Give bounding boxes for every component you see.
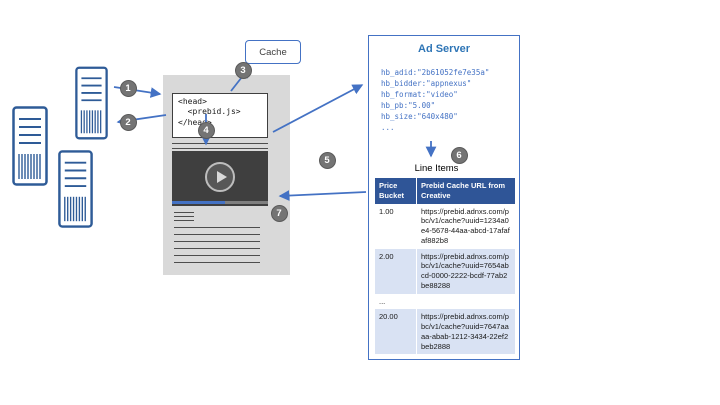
demand-server-icon [58,150,93,228]
video-progress-fill [172,201,225,204]
arrow-step-7 [278,190,367,201]
targeting-line: hb_pb:"5.00" [381,101,436,110]
targeting-line: hb_size:"640x480" [381,112,458,121]
text-line [174,220,194,222]
play-icon[interactable] [205,162,235,192]
targeting-keys-block: hb_adid:"2b61052fe7e35a" hb_bidder:"appn… [381,67,489,133]
step-badge-7: 7 [270,204,288,222]
cache-url-cell: https://prebid.adnxs.com/pbc/v1/cache?uu… [421,312,509,351]
prebid-cache-box: Cache [245,40,301,64]
table-row: 2.00 https://prebid.adnxs.com/pbc/v1/cac… [375,248,515,294]
price-bucket-cell: 2.00 [375,248,417,294]
step-badge-2: 2 [119,113,137,131]
cache-url-cell: https://prebid.adnxs.com/pbc/v1/cache?uu… [421,251,509,290]
step-badge-1: 1 [119,79,137,97]
column-header-price-bucket: Price Bucket [375,178,417,204]
text-line [174,212,194,214]
play-triangle-icon [216,171,227,183]
code-line: <prebid.js> [178,107,241,117]
ad-server-panel: Ad Server hb_adid:"2b61052fe7e35a" hb_bi… [368,35,520,360]
webpage-mockup: <head> <prebid.js></head> [163,75,290,275]
targeting-line: hb_bidder:"appnexus" [381,79,472,88]
price-bucket-cell: ... [375,293,417,310]
text-line [174,234,260,236]
text-line [174,262,260,264]
table-header-row: Price Bucket Prebid Cache URL from Creat… [375,178,515,204]
table-row: 1.00 https://prebid.adnxs.com/pbc/v1/cac… [375,203,515,249]
step-badge-3: 3 [234,61,252,79]
step-badge-6: 6 [450,146,468,164]
cache-url-cell: https://prebid.adnxs.com/pbc/v1/cache?uu… [421,206,510,245]
video-player[interactable] [172,151,268,206]
text-line [174,216,194,218]
step-badge-4: 4 [197,121,215,139]
demand-server-icon [75,66,108,140]
line-items-label: Line Items [414,163,459,174]
text-line [172,143,268,145]
table-row: 20.00 https://prebid.adnxs.com/pbc/v1/ca… [375,309,515,355]
cache-url-cell [417,294,515,310]
demand-server-icon [12,106,48,186]
price-bucket-cell: 20.00 [375,309,417,355]
step-badge-5: 5 [318,151,336,169]
price-bucket-cell: 1.00 [375,203,417,249]
text-line [174,241,260,243]
text-line [172,147,268,149]
head-code-box: <head> <prebid.js></head> [172,93,268,138]
line-items-table: Price Bucket Prebid Cache URL from Creat… [375,178,515,355]
code-line: <head> [178,97,207,106]
text-line [174,255,260,257]
targeting-line: hb_adid:"2b61052fe7e35a" [381,68,490,77]
ad-server-title: Ad Server [418,43,470,55]
cache-label: Cache [259,46,287,58]
column-header-cache-url: Prebid Cache URL from Creative [421,181,506,200]
text-line [174,248,260,250]
table-row: ... [375,293,515,310]
targeting-line: ... [381,123,395,132]
targeting-line: hb_format:"video" [381,90,458,99]
text-line [174,227,260,229]
code-line: </head> [178,117,212,127]
video-progress-bar[interactable] [172,201,268,204]
